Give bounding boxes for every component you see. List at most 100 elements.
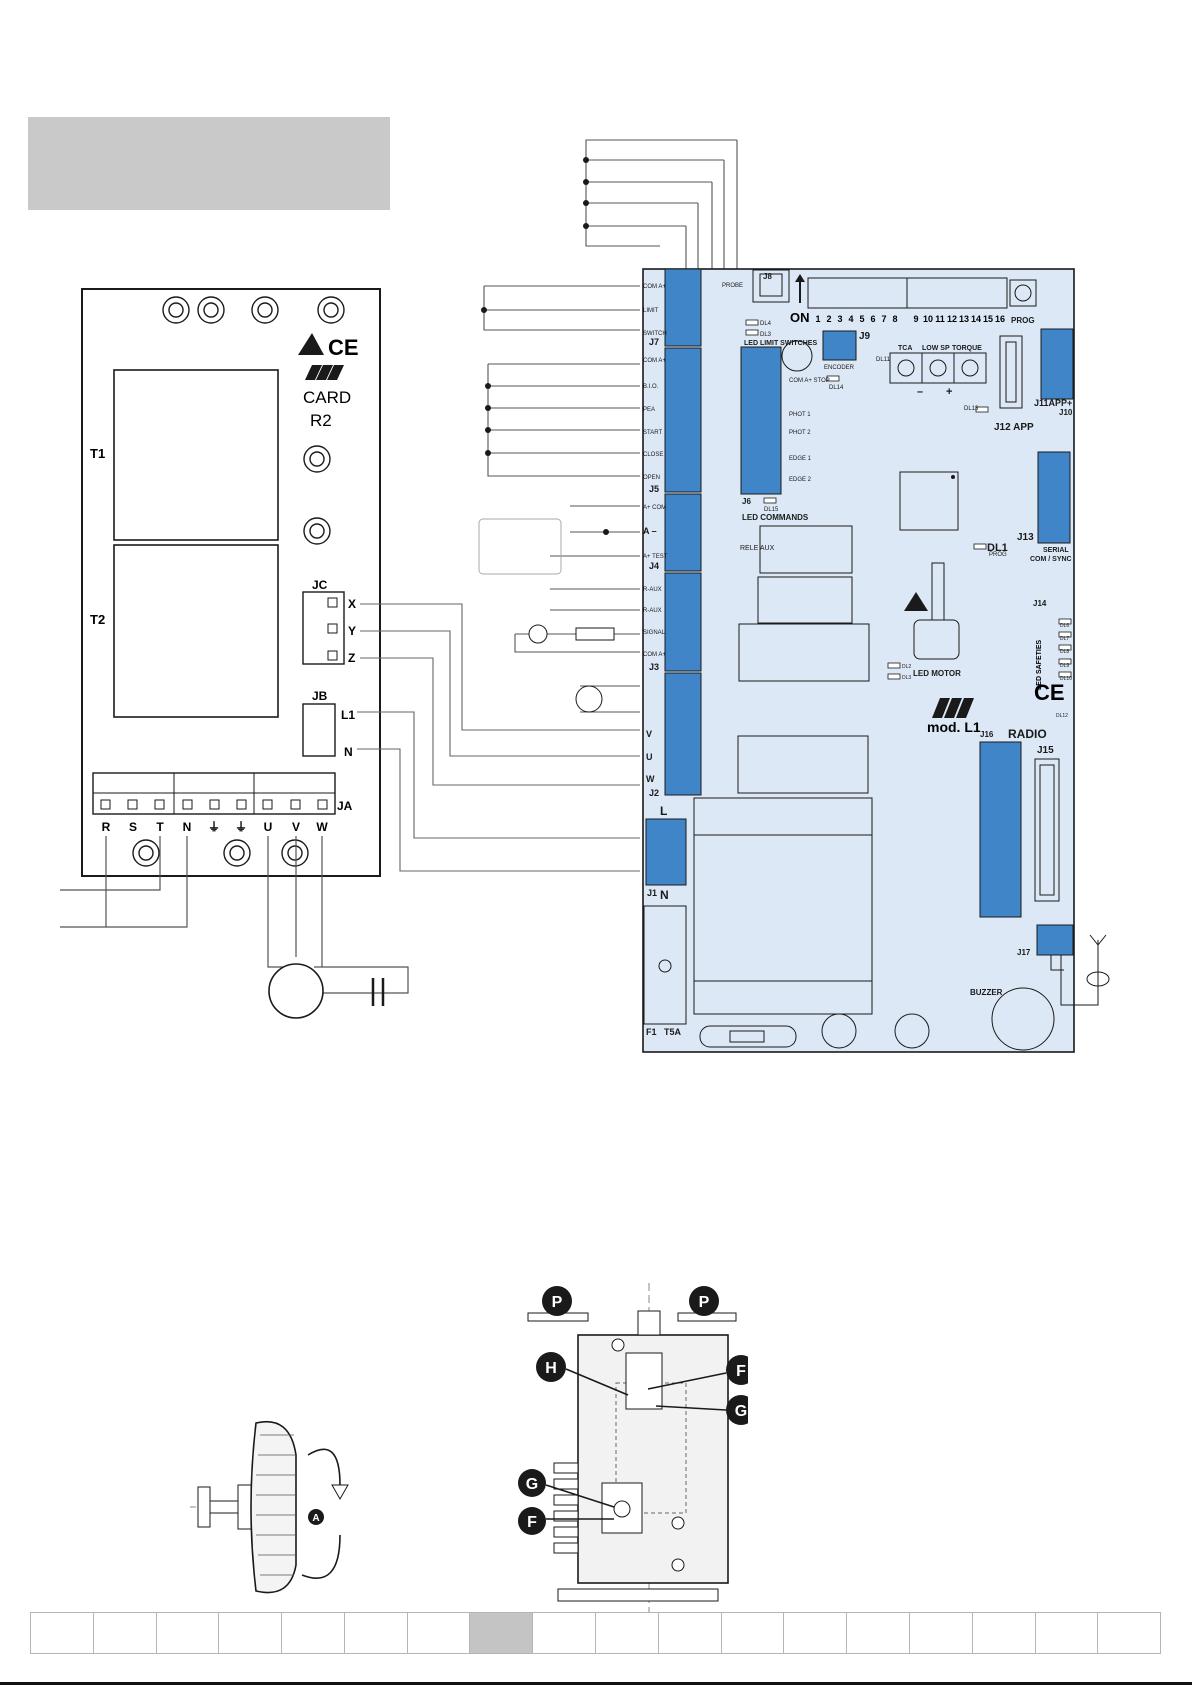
- term-v: V: [646, 729, 652, 739]
- page-nav-cell[interactable]: [155, 1612, 219, 1654]
- spare-fuse: [699, 1025, 797, 1048]
- led-safeties-label: LED SAFETIES: [1036, 639, 1043, 690]
- jc-pin-x: X: [348, 597, 356, 611]
- ja-pin-w: W: [316, 820, 328, 834]
- trimmer-plus: +: [946, 386, 952, 398]
- board-transformer: [693, 797, 873, 1015]
- board-model-label: mod. L1: [927, 719, 981, 735]
- svg-text:16: 16: [995, 314, 1005, 324]
- jc-pin-z: Z: [348, 651, 355, 665]
- j14-label: J14: [1033, 599, 1047, 608]
- svg-text:7: 7: [881, 314, 886, 324]
- trimmer-tca: [889, 352, 923, 384]
- j6-edge1: EDGE 1: [789, 456, 812, 462]
- j6-com-a-stop: COM A+ STOP: [789, 378, 830, 384]
- dl15-label: DL15: [764, 507, 779, 513]
- page-nav-cell[interactable]: [783, 1612, 847, 1654]
- page-nav-cell[interactable]: [469, 1612, 533, 1654]
- term-a-test: A+ TEST: [643, 554, 668, 560]
- status-leds: [745, 319, 1072, 680]
- svg-text:1: 1: [815, 314, 820, 324]
- card-model-label: R2: [310, 411, 332, 430]
- dl12-label: DL12: [1056, 713, 1068, 719]
- badge-p-left-label: P: [552, 1294, 563, 1311]
- badge-g-bottom-label: G: [526, 1476, 538, 1493]
- svg-text:6: 6: [870, 314, 875, 324]
- badge-f-bottom: [518, 1507, 546, 1535]
- badge-f-bottom-label: F: [527, 1514, 537, 1531]
- radio-connector-j15: [1034, 758, 1060, 902]
- capacitor-round: [781, 340, 813, 372]
- page-nav-cell[interactable]: [1097, 1612, 1162, 1654]
- connector-j12: [999, 335, 1023, 409]
- svg-text:14: 14: [971, 314, 981, 324]
- dl9-label: DL9: [1060, 663, 1069, 669]
- svg-text:10: 10: [923, 314, 933, 324]
- page-nav-cell[interactable]: [971, 1612, 1035, 1654]
- card-r2: CE CARD R2 T1 T2 JC X Y Z JB: [81, 288, 381, 877]
- page-nav-cell[interactable]: [281, 1612, 344, 1654]
- term-n: N: [660, 888, 669, 902]
- page-nav-cell[interactable]: [92, 1612, 156, 1654]
- terminal-block-j6: [740, 346, 782, 495]
- wiring-diagram: CE CARD R2 T1 T2 JC X Y Z JB: [60, 139, 1110, 1053]
- low-sp-label: LOW SP: [922, 345, 950, 352]
- microcontroller-chip: [899, 471, 959, 531]
- page-nav-cell[interactable]: [218, 1612, 282, 1654]
- page-nav-cell[interactable]: [343, 1612, 407, 1654]
- j13-label: J13: [1017, 532, 1034, 543]
- board-brand-logo-icon: [932, 698, 974, 718]
- relay-aux: [759, 525, 853, 574]
- page-nav-cell[interactable]: [406, 1612, 470, 1654]
- dl11-label: DL11: [876, 357, 891, 363]
- dl7-label: DL7: [1060, 636, 1069, 642]
- rele-aux-label: RELE AUX: [740, 545, 775, 552]
- card-label: CARD: [303, 388, 351, 407]
- motor-symbol: [268, 963, 324, 1019]
- page-nav-cell[interactable]: [720, 1612, 784, 1654]
- term-r-aux-1: R-AUX: [643, 587, 662, 593]
- badge-f-top: [726, 1355, 748, 1385]
- antenna-symbol: [1050, 934, 1110, 1006]
- svg-text:2: 2: [826, 314, 831, 324]
- signal-resistor: [575, 627, 615, 641]
- motor-heatsink: [913, 619, 960, 660]
- j6-phot1: PHOT 1: [789, 412, 811, 418]
- adjustment-knob-diagram: A: [190, 1421, 349, 1594]
- j8-label: J8: [763, 272, 772, 281]
- torque-label: TORQUE: [952, 345, 982, 352]
- page-nav-cell[interactable]: [908, 1612, 972, 1654]
- page-nav-cell[interactable]: [532, 1612, 596, 1654]
- svg-text:11: 11: [935, 314, 945, 324]
- j6-label: J6: [742, 497, 751, 506]
- label-j4: J4: [649, 561, 659, 571]
- relay-2: [757, 576, 853, 624]
- label-j3: J3: [649, 662, 659, 672]
- connector-j9: [822, 330, 857, 361]
- badge-h-label: H: [545, 1360, 557, 1377]
- connector-j17: [1036, 924, 1074, 956]
- page-nav-cell[interactable]: [595, 1612, 658, 1654]
- led-commands-label: LED COMMANDS: [742, 513, 809, 522]
- page-nav-cell[interactable]: [30, 1612, 93, 1654]
- dl1-label: DL1: [987, 542, 1008, 554]
- buzzer-label: BUZZER: [970, 988, 1003, 997]
- j12-label: J12 APP: [994, 422, 1034, 433]
- page-nav-cell[interactable]: [846, 1612, 909, 1654]
- fuse-rating-label: T5A: [664, 1027, 682, 1037]
- serial-label: SERIAL: [1043, 547, 1069, 554]
- terminal-block-j7: [664, 268, 702, 347]
- relay-3: [738, 623, 870, 682]
- transformer-t1-label: T1: [90, 446, 105, 461]
- rotate-arrow-icon: [307, 1448, 341, 1486]
- page-nav-cell[interactable]: [657, 1612, 721, 1654]
- encoder-label: ENCODER: [824, 365, 855, 371]
- badge-p-right-label: P: [699, 1294, 710, 1311]
- esd-warning-icon: [298, 333, 324, 355]
- connector-j10: [1040, 328, 1074, 400]
- page-nav-cell[interactable]: [1034, 1612, 1098, 1654]
- jb-label: JB: [312, 689, 328, 703]
- terminal-block-j4: [664, 493, 702, 572]
- section-header-banner: [28, 117, 390, 210]
